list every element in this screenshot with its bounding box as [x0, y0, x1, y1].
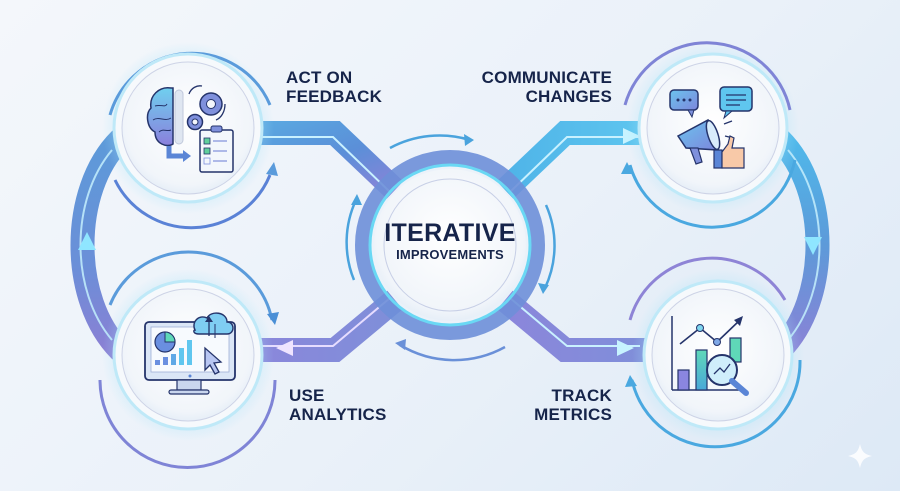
label-line: USE	[289, 386, 325, 405]
label-line: COMMUNICATE	[481, 68, 612, 87]
label-line: METRICS	[534, 405, 612, 424]
up-arrow-icon	[78, 232, 96, 250]
center-title-line1: ITERATIVE	[384, 219, 516, 247]
center-title-line2: IMPROVEMENTS	[396, 247, 504, 262]
monitor-analytics-cloud-icon	[144, 312, 236, 395]
down-arrow-icon	[804, 237, 822, 255]
sparkle-icon	[848, 444, 872, 468]
label-line: ANALYTICS	[289, 405, 387, 424]
connector-center-to-analytics	[250, 290, 403, 362]
label-communicate-changes: COMMUNICATE CHANGES	[470, 68, 612, 106]
label-line: FEEDBACK	[286, 87, 383, 106]
node-communicate-changes	[621, 41, 799, 229]
label-line: ACT ON	[286, 68, 353, 87]
left-arrow-icon	[276, 340, 293, 356]
center-title: ITERATIVE IMPROVEMENTS	[360, 219, 540, 263]
left-flow-arc	[70, 128, 132, 362]
connector-center-to-track	[497, 290, 650, 362]
label-act-on-feedback: ACT ON FEEDBACK	[286, 68, 382, 106]
label-use-analytics: USE ANALYTICS	[289, 386, 387, 424]
megaphone-chat-thumbsup-icon	[669, 86, 753, 169]
node-use-analytics	[98, 250, 279, 469]
connector-feedback-to-center	[250, 121, 404, 199]
chart-magnifier-icon	[671, 316, 749, 396]
node-act-on-feedback	[102, 42, 278, 230]
center-hub	[345, 134, 556, 362]
label-track-metrics: TRACK METRICS	[500, 386, 612, 424]
node-track-metrics	[625, 256, 804, 449]
label-line: TRACK	[551, 386, 612, 405]
brain-gears-checklist-icon	[146, 85, 234, 173]
right-arrow-icon	[617, 340, 634, 356]
label-line: CHANGES	[525, 87, 612, 106]
